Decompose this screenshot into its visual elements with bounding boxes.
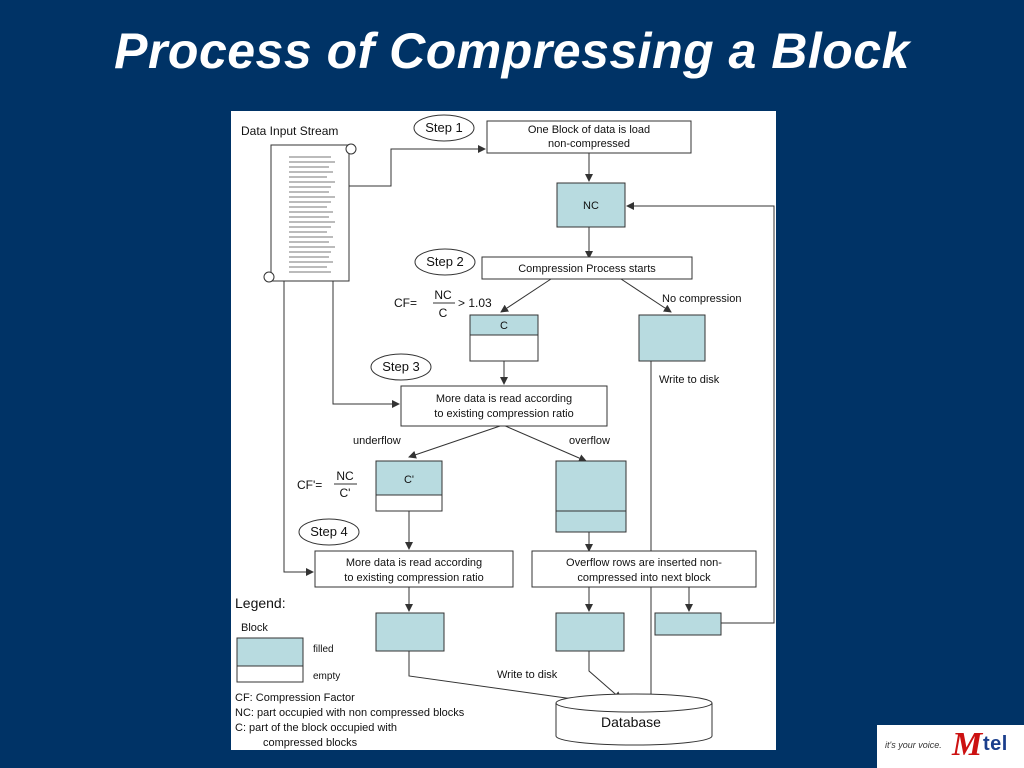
legend-nc-definition: NC: part occupied with non compressed bl… — [235, 707, 465, 719]
svg-text:Step 3: Step 3 — [382, 359, 420, 374]
input-stream-label: Data Input Stream — [241, 124, 338, 138]
diagram-panel: Data Input Stream — [231, 111, 776, 750]
step-4-label: Step 4 — [298, 518, 360, 546]
step-3-box: More data is read according to existing … — [400, 385, 608, 427]
svg-text:Compression Process starts: Compression Process starts — [518, 263, 656, 275]
step-2-box: Compression Process starts — [481, 256, 693, 280]
overflow-insert-box: Overflow rows are inserted non- compress… — [531, 550, 757, 588]
no-compression-block — [638, 314, 706, 362]
svg-text:NC: NC — [583, 200, 599, 212]
svg-text:CF'=: CF'= — [297, 478, 322, 492]
svg-text:C': C' — [340, 486, 351, 500]
step-4-box: More data is read according to existing … — [314, 550, 514, 588]
database-label: Database — [601, 714, 661, 730]
logo-brand: tel — [983, 733, 1008, 755]
database-cylinder-icon: Database — [555, 693, 713, 746]
overflow-block — [555, 460, 627, 533]
result-block-middle — [555, 612, 625, 652]
mtel-logo: it's your voice. M tel — [877, 725, 1024, 768]
legend-empty-label: empty — [313, 671, 340, 682]
result-block-left — [375, 612, 445, 652]
nc-block: NC — [556, 182, 626, 228]
svg-text:C: C — [500, 320, 508, 332]
svg-text:Step 1: Step 1 — [425, 120, 463, 135]
connectors — [283, 145, 775, 708]
svg-text:non-compressed: non-compressed — [548, 138, 630, 150]
cf-formula: CF= NC C > 1.03 — [394, 288, 492, 320]
c-prime-block: C' — [375, 460, 443, 512]
logo-mark: M — [952, 726, 983, 763]
svg-text:> 1.03: > 1.03 — [458, 296, 492, 310]
input-stream-scroll-icon — [263, 143, 357, 283]
step-3-label: Step 3 — [370, 353, 432, 381]
svg-text:Overflow rows are inserted non: Overflow rows are inserted non- — [566, 557, 722, 569]
step-1-label: Step 1 — [413, 114, 475, 142]
legend-filled-label: filled — [313, 644, 334, 655]
c-block: C — [469, 314, 539, 362]
svg-text:Step 4: Step 4 — [310, 524, 348, 539]
slide-title: Process of Compressing a Block — [114, 23, 910, 79]
step-1-box: One Block of data is load non-compressed — [486, 120, 692, 154]
svg-text:NC: NC — [434, 288, 452, 302]
legend-block-label: Block — [241, 622, 268, 634]
no-compression-label: No compression — [662, 293, 741, 305]
svg-text:to existing compression ratio: to existing compression ratio — [344, 572, 483, 584]
legend-cf-definition: CF: Compression Factor — [235, 692, 355, 704]
svg-text:More data is read according: More data is read according — [346, 557, 482, 569]
legend-title: Legend: — [235, 595, 286, 611]
svg-text:C: C — [439, 306, 448, 320]
overflow-label: overflow — [569, 435, 610, 447]
svg-text:NC: NC — [336, 469, 354, 483]
svg-text:to existing compression ratio: to existing compression ratio — [434, 408, 573, 420]
svg-text:More data is read according: More data is read according — [436, 393, 572, 405]
legend: Legend: Block filled empty CF: Compressi… — [235, 595, 465, 749]
svg-text:CF=: CF= — [394, 296, 417, 310]
legend-c-definition-cont: compressed blocks — [263, 737, 358, 749]
underflow-label: underflow — [353, 435, 401, 447]
svg-text:One Block of data is load: One Block of data is load — [528, 124, 650, 136]
cf-prime-formula: CF'= NC C' — [297, 469, 357, 500]
logo-tagline: it's your voice. — [885, 740, 942, 750]
step-2-label: Step 2 — [414, 248, 476, 276]
svg-text:compressed into next block: compressed into next block — [577, 572, 711, 584]
flowchart-diagram: Data Input Stream — [235, 114, 775, 749]
svg-text:C': C' — [404, 474, 414, 486]
result-block-right — [654, 612, 722, 636]
svg-text:Step 2: Step 2 — [426, 254, 464, 269]
write-to-disk-top-label: Write to disk — [659, 374, 720, 386]
legend-c-definition: C: part of the block occupied with — [235, 722, 397, 734]
write-to-disk-bottom-label: Write to disk — [497, 669, 558, 681]
